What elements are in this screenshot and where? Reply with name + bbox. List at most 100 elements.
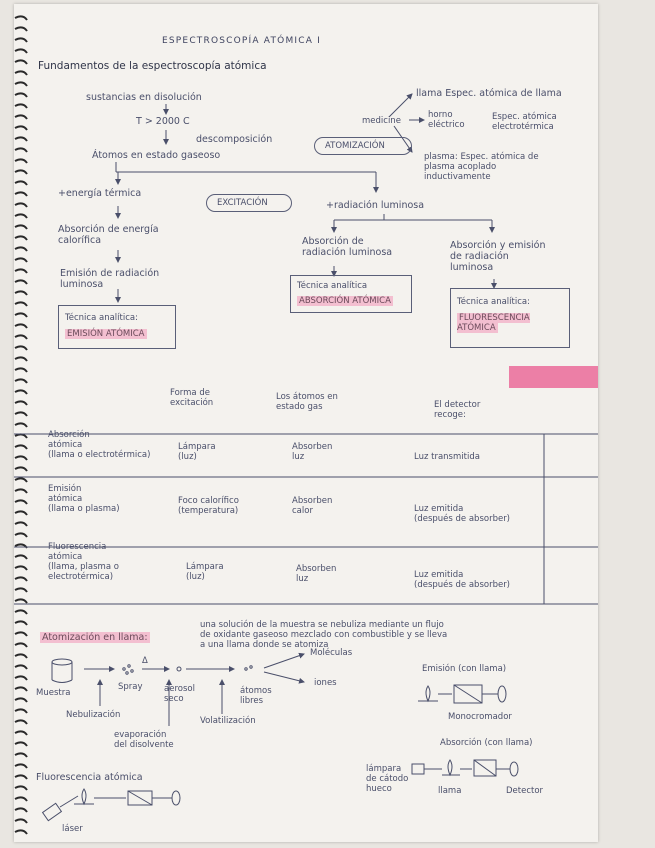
tecnica-emision-value: EMISIÓN ATÓMICA	[65, 329, 147, 339]
binding-ring	[14, 455, 28, 461]
binding-ring	[14, 499, 28, 505]
binding-ring	[14, 37, 28, 43]
table-row-3-detector: Luz emitida (después de absorber)	[414, 570, 511, 590]
binding-ring	[14, 796, 28, 802]
table-row-3-tecnica: Fluorescencia atómica (llama, plasma o e…	[48, 542, 119, 582]
binding-ring	[14, 785, 28, 791]
binding-ring	[14, 752, 28, 758]
binding-ring	[14, 323, 28, 329]
tecnica-absorcion-value: ABSORCIÓN ATÓMICA	[297, 296, 393, 306]
plasma-text: plasma: Espec. atómica de plasma acoplad…	[424, 152, 539, 182]
binding-ring	[14, 576, 28, 582]
atomos-libres-label: átomos libres	[240, 686, 272, 706]
binding-ring	[14, 774, 28, 780]
atomizacion-oval-label: ATOMIZACIÓN	[325, 141, 385, 151]
absorcion-emision-text: Absorción y emisión de radiación luminos…	[450, 240, 546, 273]
binding-ring	[14, 400, 28, 406]
absorcion-radiacion-text: Absorción de radiación luminosa	[302, 236, 393, 258]
excitacion-oval-label: EXCITACIÓN	[217, 198, 268, 208]
binding-ring	[14, 730, 28, 736]
absorcion-calorifica-text: Absorción de energía calorífica	[58, 224, 159, 246]
laser-label: láser	[62, 824, 83, 834]
binding-ring	[14, 279, 28, 285]
binding-ring	[14, 70, 28, 76]
tecnica-absorcion-box: Técnica analítica ABSORCIÓN ATÓMICA	[290, 275, 412, 313]
binding-ring	[14, 158, 28, 164]
evaporacion-label: evaporación del disolvente	[114, 730, 174, 750]
binding-ring	[14, 180, 28, 186]
table-row-1-tecnica: Absorción atómica (llama o electrotérmic…	[48, 430, 151, 460]
energia-termica-text: +energía térmica	[58, 188, 142, 199]
binding-ring	[14, 829, 28, 835]
binding-ring	[14, 477, 28, 483]
binding-ring	[14, 224, 28, 230]
table-row-2-detector: Luz emitida (después de absorber)	[414, 504, 511, 524]
binding-ring	[14, 268, 28, 274]
tecnica-emision-box: Técnica analítica: EMISIÓN ATÓMICA	[58, 305, 176, 349]
binding-ring	[14, 675, 28, 681]
binding-ring	[14, 246, 28, 252]
medicine-text: medicine	[362, 116, 401, 126]
table-row-1-detector: Luz transmitida	[414, 452, 480, 462]
fluorescencia-heading: Fluorescencia atómica	[36, 772, 143, 783]
table-row-2-tecnica: Emisión atómica (llama o plasma)	[48, 484, 120, 514]
tecnica-fluorescencia-label: Técnica analítica:	[457, 297, 530, 307]
volatilizacion-label: Volatilización	[200, 716, 256, 726]
absorcion-llama-label: Absorción (con llama)	[440, 738, 533, 748]
binding-ring	[14, 15, 28, 21]
descomposicion-text: descomposición	[196, 134, 273, 145]
binding-ring	[14, 598, 28, 604]
llama-text: llama Espec. atómica de llama	[416, 88, 562, 99]
table-row-3-atomos: Absorben luz	[296, 564, 337, 584]
binding-ring	[14, 202, 28, 208]
binding-ring	[14, 48, 28, 54]
binding-ring	[14, 59, 28, 65]
atomizacion-oval: ATOMIZACIÓN	[314, 137, 412, 155]
binding-ring	[14, 719, 28, 725]
binding-ring	[14, 81, 28, 87]
horno-desc-text: Espec. atómica electrotérmica	[492, 112, 557, 132]
tecnica-absorcion-label: Técnica analítica	[297, 281, 368, 291]
atomizacion-heading: Atomización en llama:	[40, 632, 150, 643]
binding-ring	[14, 389, 28, 395]
binding-ring	[14, 169, 28, 175]
binding-ring	[14, 664, 28, 670]
table-row-2-forma: Foco calorífico (temperatura)	[178, 496, 239, 516]
iones-label: iones	[314, 678, 337, 688]
horno-text: horno eléctrico	[428, 110, 465, 130]
aerosol-label: aerosol seco	[164, 684, 195, 704]
binding-ring	[14, 257, 28, 263]
binding-ring	[14, 532, 28, 538]
binding-ring	[14, 631, 28, 637]
nebulizacion-label: Nebulización	[66, 710, 121, 720]
binding-ring	[14, 763, 28, 769]
binding-ring	[14, 741, 28, 747]
table-row-1-forma: Lámpara (luz)	[178, 442, 216, 462]
pink-tab-marker	[509, 366, 598, 388]
binding-ring	[14, 620, 28, 626]
temperature-text: T > 2000 C	[136, 116, 190, 127]
llama-label: llama	[438, 786, 462, 796]
binding-ring	[14, 26, 28, 32]
monocromador-label: Monocromador	[448, 712, 512, 722]
lampara-catodo-label: lámpara de cátodo hueco	[366, 764, 409, 794]
binding-ring	[14, 147, 28, 153]
table-header-detector: El detector recoge:	[434, 400, 481, 420]
binding-ring	[14, 114, 28, 120]
tecnica-emision-label: Técnica analítica:	[65, 313, 138, 323]
tecnica-fluorescencia-value: FLUORESCENCIA ATÓMICA	[457, 313, 530, 333]
excitacion-oval: EXCITACIÓN	[206, 194, 292, 212]
binding-ring	[14, 488, 28, 494]
page-subtitle: Fundamentos de la espectroscopía atómica	[38, 60, 267, 72]
binding-ring	[14, 378, 28, 384]
binding-ring	[14, 356, 28, 362]
binding-ring	[14, 422, 28, 428]
binding-ring	[14, 334, 28, 340]
binding-ring	[14, 125, 28, 131]
spray-label: Spray	[118, 682, 143, 692]
binding-ring	[14, 807, 28, 813]
diagram-lines	[14, 93, 598, 822]
binding-ring	[14, 411, 28, 417]
binding-ring	[14, 92, 28, 98]
binding-ring	[14, 191, 28, 197]
